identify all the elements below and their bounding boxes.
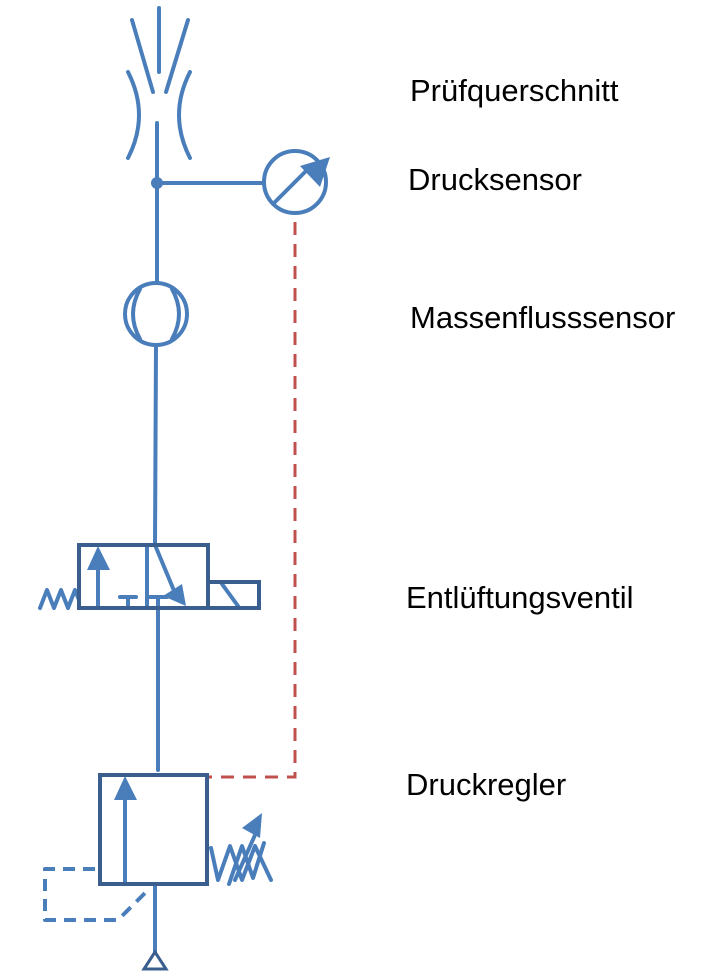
- regulator-arrowhead: [114, 776, 137, 800]
- label-drucksensor: Drucksensor: [408, 162, 582, 197]
- pressure-gauge-icon: [262, 149, 328, 215]
- valve-arrow-down-head: [163, 584, 186, 606]
- junction-dot: [151, 177, 163, 189]
- valve-spring-icon: [38, 588, 81, 610]
- regulator-body: [98, 773, 209, 886]
- valve-body: [77, 543, 210, 610]
- label-druckregler: Druckregler: [406, 767, 567, 802]
- pneumatic-line: [153, 343, 158, 547]
- orifice-left-arc: [126, 70, 141, 160]
- valve-arrow-up-head: [87, 546, 110, 570]
- pressure-source-triangle-icon: [141, 949, 169, 971]
- flow-meter-icon: [123, 281, 189, 347]
- nozzle-jet-right: [164, 18, 190, 94]
- nozzle-jet-left: [130, 18, 155, 94]
- label-entlueftungsventil: Entlüftungsventil: [406, 580, 634, 615]
- regulator-spring-back: [227, 841, 266, 886]
- pilot-line-dashed: [43, 867, 152, 922]
- label-massenflusssensor: Massenflusssensor: [410, 300, 676, 335]
- adjust-arrow-shaft: [233, 833, 257, 882]
- orifice-right-arc: [177, 70, 192, 160]
- gauge-arrowhead: [300, 157, 330, 187]
- valve-solenoid-icon: [206, 580, 261, 610]
- label-pruefquerschnitt: Prüfquerschnitt: [410, 73, 619, 108]
- nozzle-orifice-icon: [126, 6, 192, 160]
- signal-line-dashed: [209, 222, 297, 779]
- adjust-arrowhead: [242, 813, 262, 838]
- valve-internals: [96, 543, 240, 772]
